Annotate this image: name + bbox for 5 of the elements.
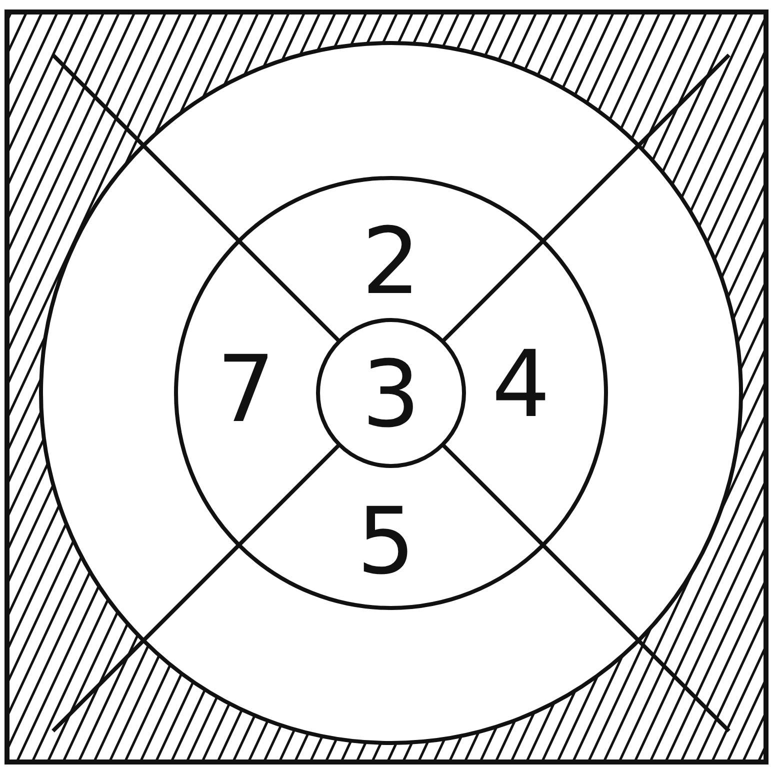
sector-number: 3	[362, 349, 420, 441]
sector-number: 4	[492, 339, 550, 431]
sector-number: 5	[356, 496, 416, 588]
sector-number: 7	[216, 344, 276, 436]
sector-number: 2	[362, 216, 420, 308]
